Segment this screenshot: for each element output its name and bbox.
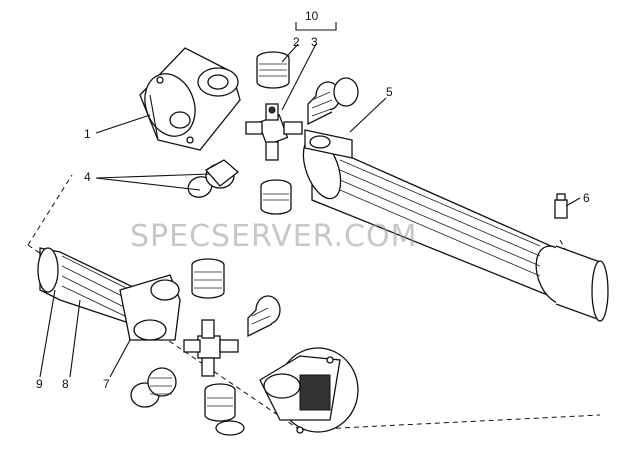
callout-1: 1 xyxy=(84,127,91,141)
bearing-cup-bottom xyxy=(204,383,245,436)
bearing-cup-top xyxy=(256,51,290,89)
watermark-text: SPECSERVER.COM xyxy=(130,219,417,254)
callout-2: 2 xyxy=(293,35,300,49)
spider-cross-lower xyxy=(183,319,239,377)
flange-yoke-top xyxy=(139,47,241,151)
callout-4: 4 xyxy=(84,170,91,184)
callout-3: 3 xyxy=(311,35,318,49)
callout-10: 10 xyxy=(305,9,319,23)
bearing-cup-mid xyxy=(260,179,292,215)
callout-8: 8 xyxy=(62,377,69,391)
spider-cross-top xyxy=(245,103,303,161)
callout-7: 7 xyxy=(103,377,110,391)
bearing-cup-lower-right xyxy=(247,295,281,338)
callout-9: 9 xyxy=(36,377,43,391)
bearing-cup-lower-left xyxy=(191,258,225,299)
snap-ring-lower xyxy=(130,367,177,408)
callout-6: 6 xyxy=(583,191,590,205)
callout-5: 5 xyxy=(386,85,393,99)
snap-ring-upper xyxy=(187,159,240,198)
slip-tube xyxy=(302,129,609,322)
bearing-cup-right-top xyxy=(307,77,359,126)
leader-lines xyxy=(39,22,581,378)
grease-fitting xyxy=(554,193,568,219)
flange-yoke-bottom xyxy=(259,347,359,434)
splined-shaft-yoke xyxy=(37,247,181,341)
